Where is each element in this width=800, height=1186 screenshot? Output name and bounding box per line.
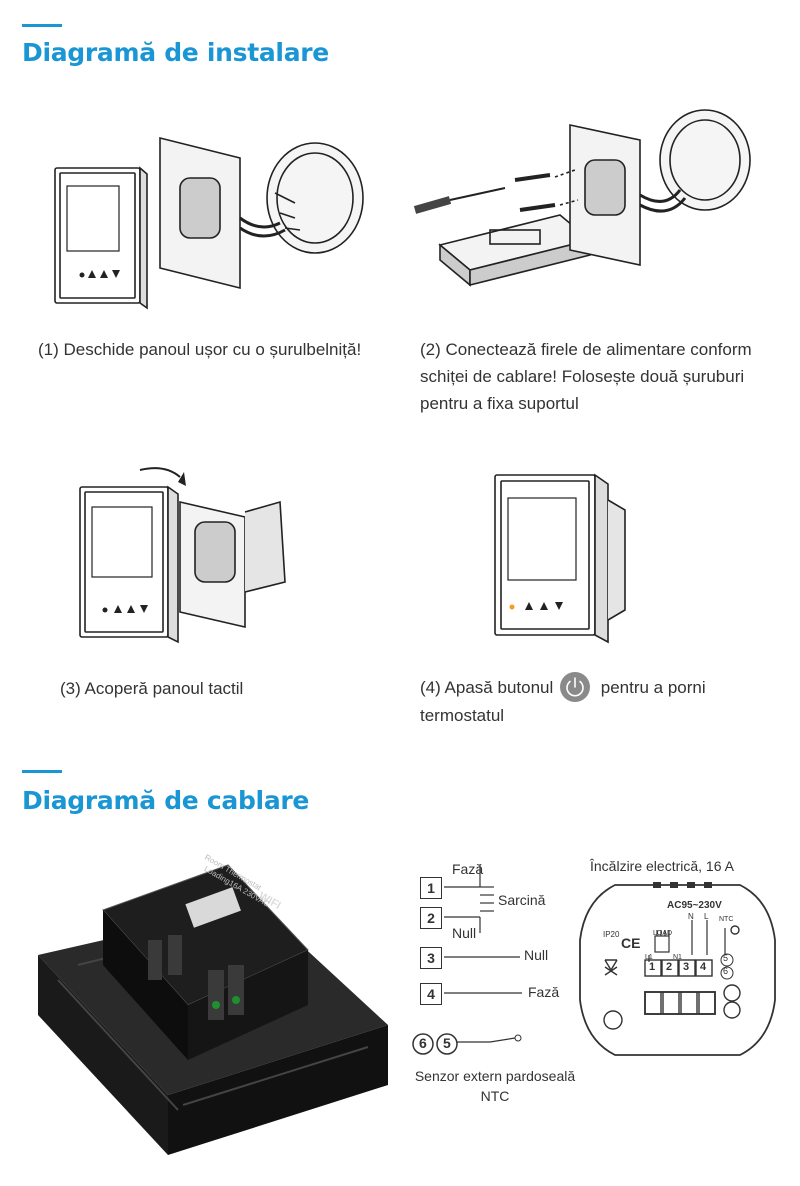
board-ip: IP20 xyxy=(603,930,620,939)
step2-illustration xyxy=(413,109,751,287)
wiring-label-null-2: Null xyxy=(524,947,549,963)
board-terminal-4: 4 xyxy=(700,961,707,973)
board-terminal-3: 3 xyxy=(683,961,690,973)
installation-heading: Diagramă de instalare xyxy=(22,38,329,67)
board-ce-mark: CE xyxy=(621,935,641,951)
board-ntc: NTC xyxy=(719,916,734,923)
wiring-terminal-2: 2 xyxy=(420,907,442,929)
sensor-label-line2: NTC xyxy=(480,1088,510,1104)
step4-illustration xyxy=(494,473,626,644)
terminal-board: AC95~230V IP20 CE LOAD L1 N1 N L NTC 1 2… xyxy=(575,880,780,1060)
board-terminal-6: 6 xyxy=(723,966,729,976)
board-terminal-5: 5 xyxy=(723,953,729,963)
wiring-terminal-3: 3 xyxy=(420,947,442,969)
step1-caption: (1) Deschide panoul ușor cu o șurulbelni… xyxy=(38,340,362,359)
step4-caption: (4) Apasă butonul pentru a porni termost… xyxy=(420,671,780,729)
wiring-heading: Diagramă de cablare xyxy=(22,786,310,815)
sensor-label: Senzor extern pardoseală NTC xyxy=(400,1066,590,1106)
wiring-label-sarcina: Sarcină xyxy=(498,892,546,908)
step1-illustration xyxy=(54,136,364,310)
board-terminal-1: 1 xyxy=(649,961,656,973)
step2-caption: (2) Conectează firele de alimentare conf… xyxy=(420,340,752,413)
wiring-terminal-1: 1 xyxy=(420,877,442,899)
sensor-terminal-6: 6 xyxy=(419,1035,427,1051)
step3-caption: (3) Acoperă panoul tactil xyxy=(60,679,244,698)
step4-caption-before: (4) Apasă butonul xyxy=(420,678,554,697)
wiring-label-faza-bottom: Fază xyxy=(528,984,560,1000)
section-accent-bar xyxy=(22,24,62,27)
device-back-photo: WIFI Room Thermostat Loading16A 230VAC xyxy=(18,853,393,1165)
board-terminal-2: 2 xyxy=(666,961,673,973)
section-accent-bar xyxy=(22,770,62,773)
board-l: L xyxy=(704,912,709,921)
step4-caption-after: pentru a porni termostatul xyxy=(420,678,706,725)
board-voltage: AC95~230V xyxy=(667,900,722,911)
power-icon xyxy=(560,671,590,702)
wiring-terminal-4: 4 xyxy=(420,983,442,1005)
step3-illustration xyxy=(79,467,286,644)
board-l1: L1 xyxy=(645,954,653,961)
sensor-label-line1: Senzor extern pardoseală xyxy=(414,1068,576,1084)
wiring-schema: 1 2 3 4 Fază Sarcină Null Null Fază 6 5 xyxy=(410,855,580,1115)
wiring-label-faza-top: Fază xyxy=(452,861,484,877)
board-n: N xyxy=(688,912,694,921)
wiring-label-null-1: Null xyxy=(452,925,477,941)
board-n1: N1 xyxy=(673,954,682,961)
board-title: Încălzire electrică, 16 A xyxy=(590,858,734,874)
sensor-terminal-5: 5 xyxy=(443,1035,451,1051)
board-load: LOAD xyxy=(653,930,673,937)
